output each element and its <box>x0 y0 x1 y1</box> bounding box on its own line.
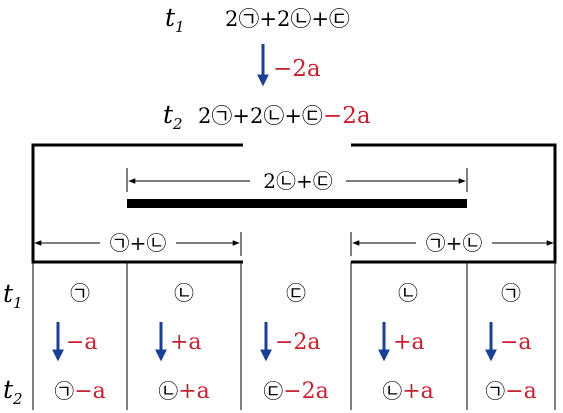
column-2: ㉡ +a ㉡+a <box>155 281 210 404</box>
column-5-t2-value: ㉠−a <box>485 379 537 404</box>
column-1: ㉠ −a ㉠−a <box>52 281 106 404</box>
thick-filament-bar <box>127 199 467 208</box>
top-t2-expression: 2㉠+2㉡+㉢−2a <box>198 103 371 129</box>
column-5-change-label: −a <box>500 330 532 355</box>
column-2-t1-value: ㉡ <box>174 281 194 305</box>
frame-left <box>31 143 243 264</box>
column-3: ㉢ −2a ㉢−2a <box>260 281 329 404</box>
column-5: ㉠ −a ㉠−a <box>485 281 537 404</box>
column-4-change-label: +a <box>393 330 425 355</box>
row-t1-label: t1 <box>3 279 23 312</box>
row-t2-label: t2 <box>3 375 23 408</box>
left-span-label: ㉠+㉡ <box>110 231 167 255</box>
column-1-t2-value: ㉠−a <box>54 379 106 404</box>
column-4-t1-value: ㉡ <box>398 281 418 305</box>
column-1-t1-value: ㉠ <box>70 281 90 305</box>
column-2-change-label: +a <box>170 330 202 355</box>
top-t2-label: t2 <box>163 100 183 133</box>
column-5-t1-value: ㉠ <box>501 281 521 305</box>
column-2-t2-value: ㉡+a <box>158 379 210 404</box>
column-3-t2-value: ㉢−2a <box>263 379 329 404</box>
middle-span-label: 2㉡+㉢ <box>263 169 332 193</box>
frame-right <box>351 143 557 264</box>
column-4: ㉡ +a ㉡+a <box>378 281 434 404</box>
top-t1-label: t1 <box>165 3 185 36</box>
top-change-label: −2a <box>273 56 321 82</box>
right-span-label: ㉠+㉡ <box>426 231 483 255</box>
top-t1-expression: 2㉠+2㉡+㉢ <box>225 7 350 31</box>
column-1-change-label: −a <box>66 330 98 355</box>
column-3-t1-value: ㉢ <box>286 281 306 305</box>
column-4-t2-value: ㉡+a <box>382 379 434 404</box>
column-3-change-label: −2a <box>275 330 321 355</box>
